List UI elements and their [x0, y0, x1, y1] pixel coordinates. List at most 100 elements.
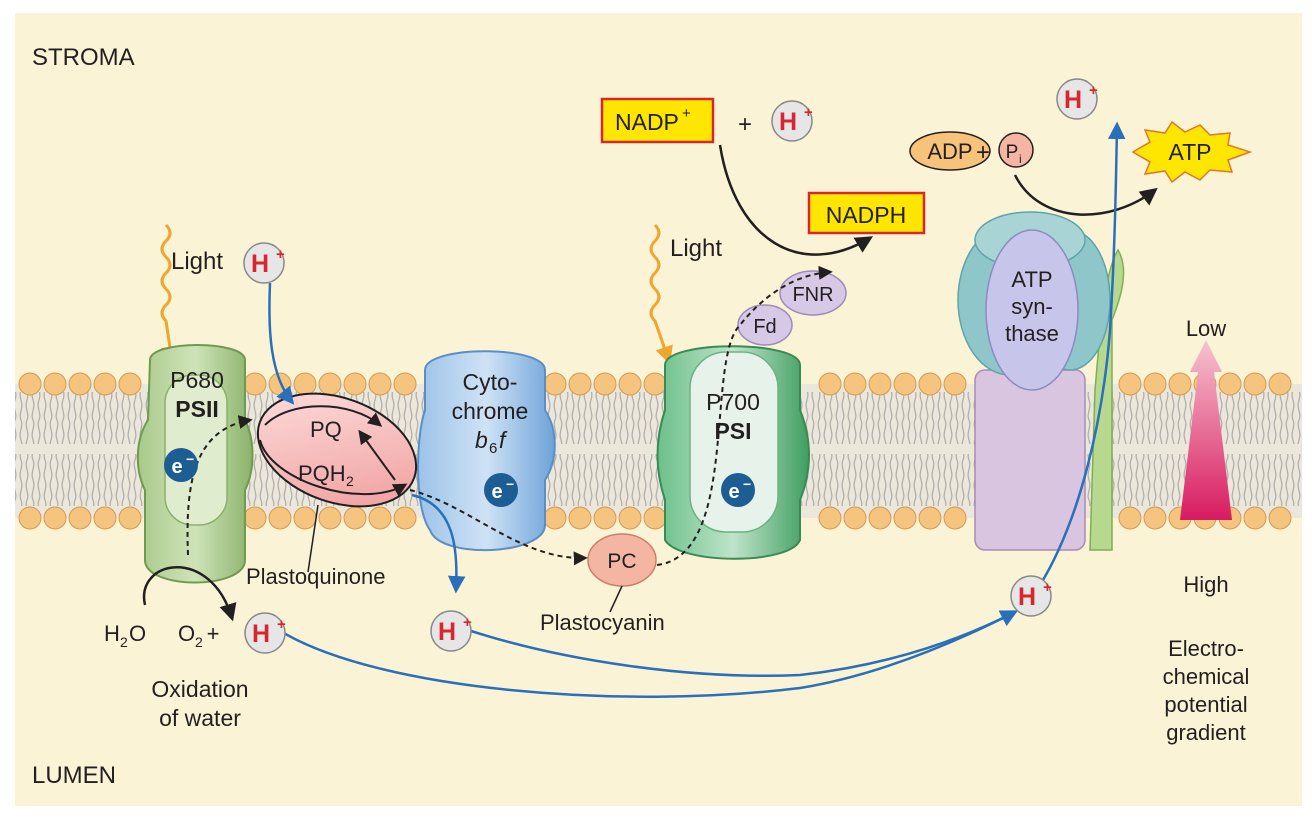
lipid-head [68, 372, 92, 396]
light-wave-psi [649, 223, 673, 365]
h-plus-main: H [779, 108, 797, 136]
h-plus-sup: + [277, 616, 286, 633]
h2o-end: O [129, 621, 146, 646]
nadp-sup: + [682, 105, 691, 122]
h2o-main: H [104, 621, 120, 646]
h-plus-main: H [1018, 583, 1036, 611]
lipid-head [268, 506, 292, 530]
h-plus-sup: + [1089, 82, 1098, 99]
atp-synthase-line3: thase [1005, 321, 1059, 346]
lipid-head [318, 506, 342, 530]
electron-path-pc-fnr [656, 265, 833, 566]
lipid-head [868, 506, 892, 530]
h-plus-sup: + [463, 614, 472, 631]
lumen-label: LUMEN [32, 762, 116, 789]
phosphate-circle [998, 132, 1034, 168]
pi-label: P [1006, 142, 1019, 163]
lipid-head [1243, 372, 1267, 396]
cytochrome-b6f-complex [417, 350, 556, 552]
fnr-label: FNR [792, 284, 833, 306]
lipid-head [643, 506, 667, 530]
electron-sup: − [186, 451, 194, 467]
light-wave-psii [160, 223, 179, 365]
lipid-head [1218, 372, 1242, 396]
stroma-label: STROMA [32, 44, 135, 71]
atp-synthase-line1: ATP [1011, 267, 1052, 292]
adp-label: ADP [927, 139, 972, 164]
electron-path-pq-pc [409, 489, 588, 566]
proton-flow-water-arrow [281, 610, 1019, 698]
lipid-head [543, 372, 567, 396]
h-plus-circle: H + [1056, 78, 1098, 120]
fnr-disk [779, 270, 847, 316]
lipid-head [918, 506, 942, 530]
h-plus-main: H [1064, 86, 1082, 114]
atp-starburst [1131, 120, 1253, 184]
gradient-line2: chemical [1163, 664, 1250, 689]
plastocyanin-label: Plastocyanin [540, 610, 665, 635]
pqh2-sub: 2 [346, 473, 354, 489]
h2o-sub: 2 [120, 634, 128, 650]
h-plus-sup: + [1043, 579, 1052, 596]
plus-sign: + [738, 111, 752, 138]
lipid-head [343, 506, 367, 530]
lipid-head [818, 372, 842, 396]
pqh2-label: PQH [298, 461, 346, 486]
electron-circle: e − [721, 473, 755, 507]
electron-sup: − [743, 476, 751, 492]
electron-main: e [171, 456, 182, 478]
gradient-arrow [1180, 340, 1232, 520]
oxidation-line2: of water [159, 705, 241, 731]
lipid-head [593, 506, 617, 530]
pq-label: PQ [310, 417, 342, 442]
lipid-head [1268, 372, 1292, 396]
lipid-head [568, 506, 592, 530]
lipid-head [68, 506, 92, 530]
gradient-line4: gradient [1166, 720, 1246, 745]
lipid-head [18, 372, 42, 396]
nadp-reduction-arrow [718, 144, 874, 256]
lipid-head [293, 506, 317, 530]
lipid-head [1143, 372, 1167, 396]
proton-through-synthase-arrow [1038, 121, 1126, 586]
lipid-head [618, 506, 642, 530]
light-label-psi: Light [670, 235, 722, 262]
o2-main: O [178, 621, 195, 646]
h-plus-main: H [251, 250, 269, 278]
lipid-head [43, 506, 67, 530]
h-plus-main: H [252, 620, 270, 648]
electron-sup: − [506, 476, 514, 492]
atp-synthase-line2: syn- [1011, 294, 1053, 319]
h-plus-sup: + [804, 104, 813, 121]
h-plus-sup: + [276, 246, 285, 263]
lipid-head [818, 506, 842, 530]
electron-circle: e − [164, 448, 198, 482]
plastoquinone-label: Plastoquinone [246, 564, 385, 589]
pc-label: PC [607, 550, 636, 573]
pi-sub: i [1019, 152, 1022, 166]
lipid-head [243, 372, 267, 396]
lipid-head [18, 506, 42, 530]
electron-main: e [728, 481, 739, 503]
lipid-head [918, 372, 942, 396]
cytochrome-line2: chrome [452, 398, 529, 424]
lipid-head [568, 372, 592, 396]
lipid-head [843, 372, 867, 396]
psi-label: PSI [714, 418, 751, 444]
lipid-head [1118, 372, 1142, 396]
adp-oval [909, 131, 991, 171]
lipid-head [893, 372, 917, 396]
electron-circle: e − [484, 473, 518, 507]
h-plus-circle: H + [771, 100, 813, 142]
h-plus-circle: H + [1010, 575, 1052, 617]
lipid-head [1268, 506, 1292, 530]
lipid-head [243, 506, 267, 530]
lipid-head [118, 506, 142, 530]
plus-sign: + [207, 621, 220, 646]
electron-main: e [491, 481, 502, 503]
gradient-line1: Electro- [1168, 636, 1244, 661]
water-oxidation-arrow [142, 566, 237, 622]
o2-sub: 2 [195, 634, 203, 650]
